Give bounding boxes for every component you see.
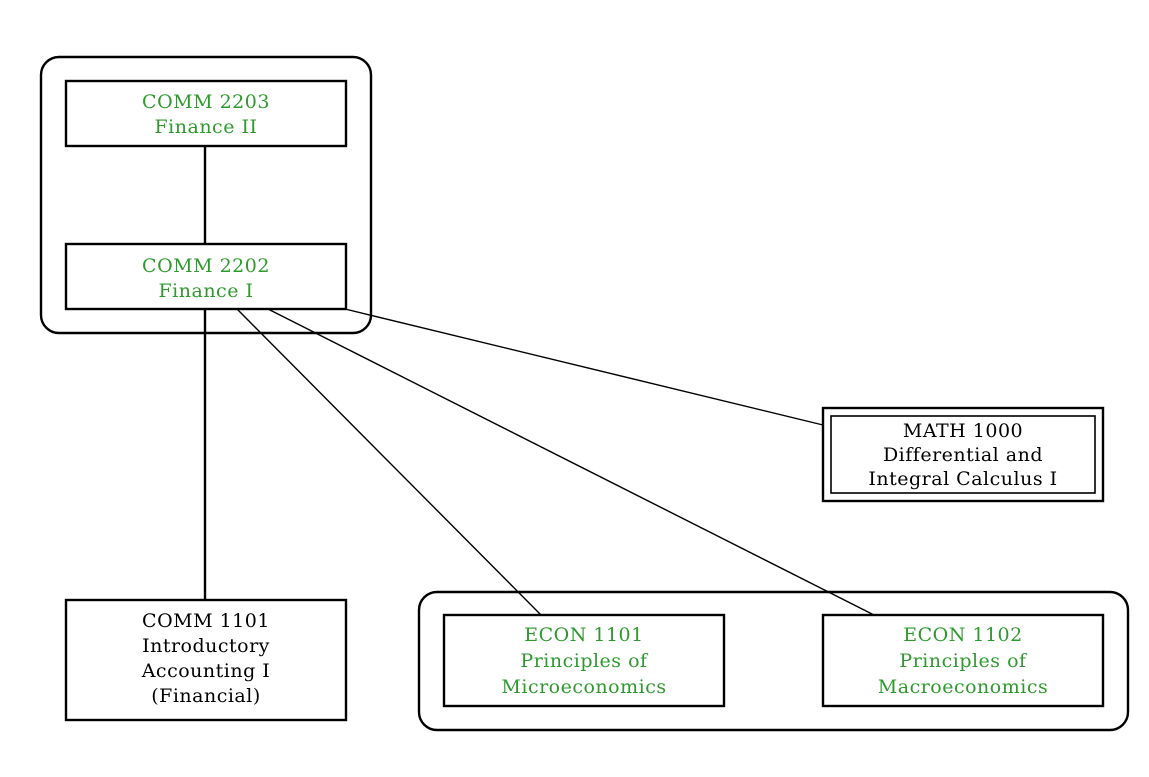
edge-math1000-comm2202 (344, 308, 824, 426)
course-title-line-1: Principles of (899, 650, 1028, 672)
economics-group-frame (417, 590, 1130, 732)
course-code: MATH 1000 (903, 420, 1023, 442)
course-node-comm2202[interactable]: COMM 2202 Finance I (64, 242, 348, 311)
course-title-line-1: Differential and (883, 444, 1043, 466)
course-title-line-1: Introductory (142, 635, 270, 657)
course-title-line-1: Principles of (520, 650, 649, 672)
course-box (64, 598, 348, 722)
course-code: ECON 1102 (903, 624, 1023, 646)
course-node-econ1102[interactable]: ECON 1102 Principles of Macroeconomics (821, 613, 1105, 708)
course-code: COMM 2202 (142, 255, 270, 277)
course-code: COMM 1101 (142, 610, 270, 632)
course-box (821, 613, 1105, 708)
course-code: COMM 2203 (142, 91, 270, 113)
course-node-comm2203[interactable]: COMM 2203 Finance II (64, 79, 348, 148)
course-node-econ1101[interactable]: ECON 1101 Principles of Microeconomics (442, 613, 726, 708)
course-box-inner (830, 415, 1096, 494)
course-node-comm1101[interactable]: COMM 1101 Introductory Accounting I (Fin… (64, 598, 348, 722)
course-node-math1000[interactable]: MATH 1000 Differential and Integral Calc… (821, 406, 1105, 503)
edge-econ1102-comm2202 (267, 308, 875, 616)
course-title-line-2: Microeconomics (501, 676, 666, 698)
course-code: ECON 1101 (524, 624, 644, 646)
course-box (64, 242, 348, 311)
course-title-line-2: Accounting I (141, 660, 271, 682)
course-title-line-2: Macroeconomics (878, 676, 1048, 698)
course-title-line-3: (Financial) (151, 685, 261, 707)
course-box (64, 79, 348, 148)
course-box (442, 613, 726, 708)
course-title-line-2: Integral Calculus I (868, 468, 1057, 490)
course-title: Finance II (155, 116, 258, 138)
edge-econ1101-comm2202 (236, 308, 542, 616)
course-title: Finance I (159, 280, 254, 302)
